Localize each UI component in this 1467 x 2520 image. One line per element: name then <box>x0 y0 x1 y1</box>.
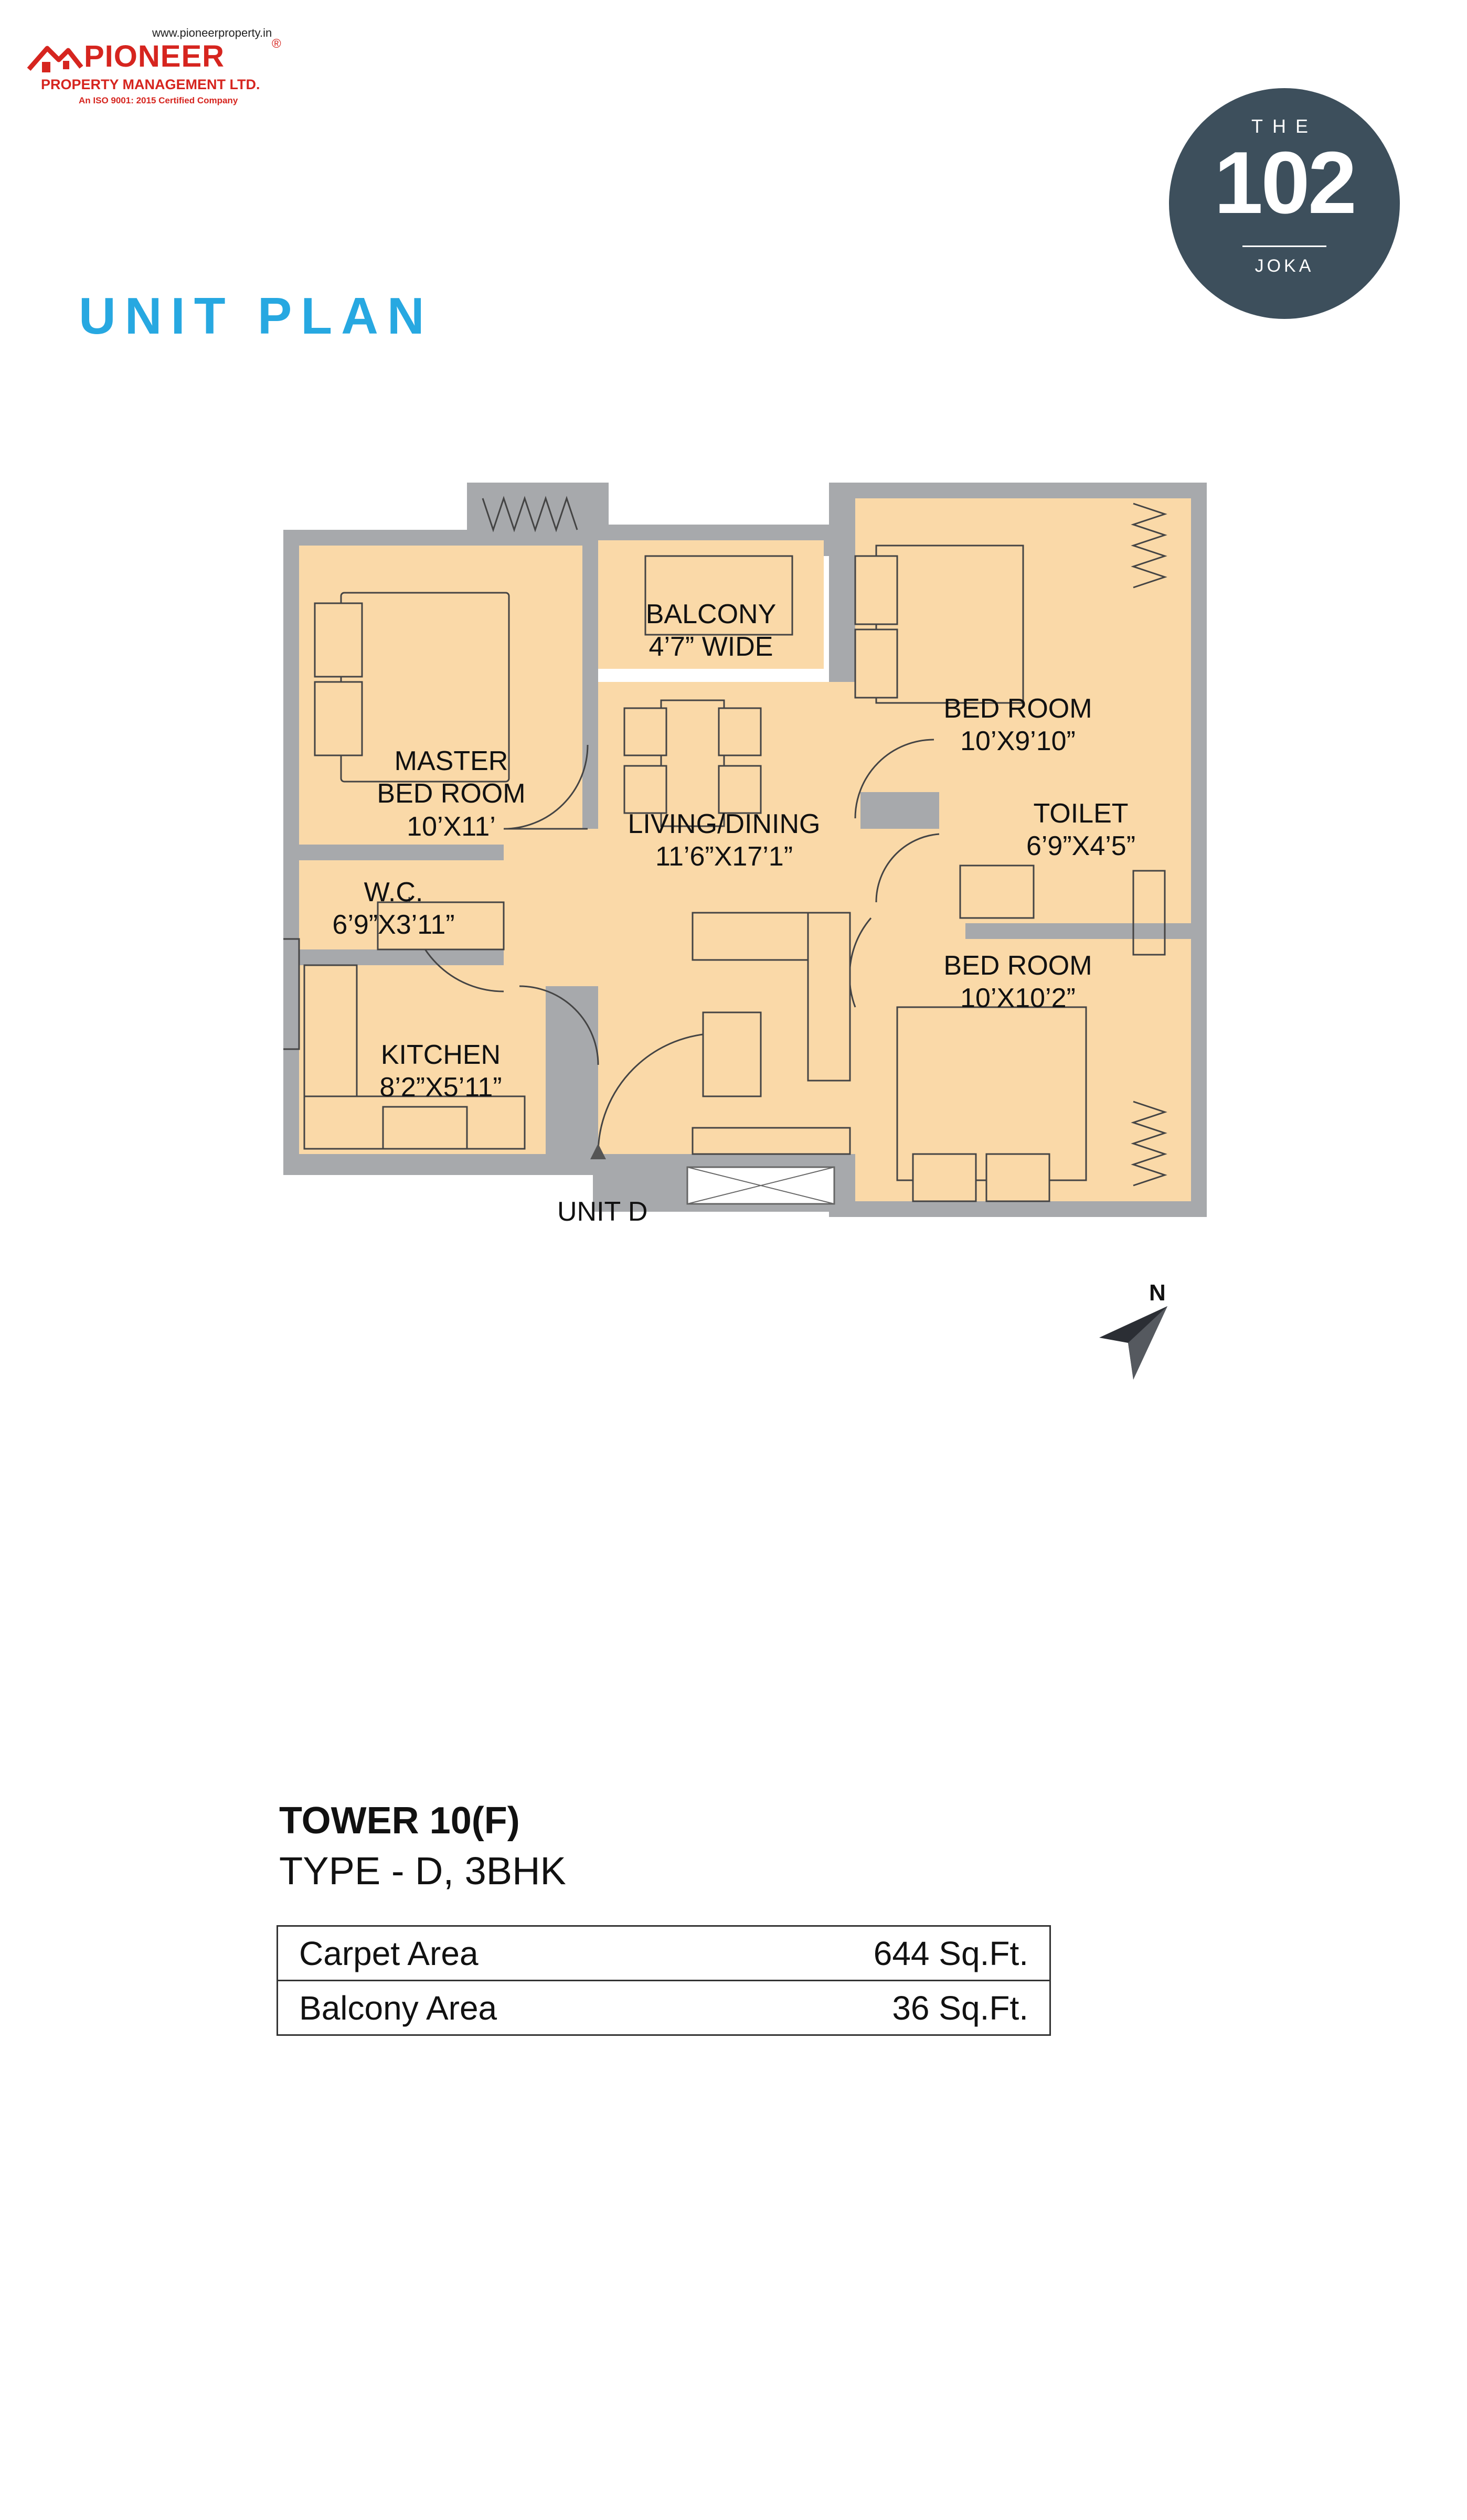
furniture <box>303 544 1087 1202</box>
logo-website: www.pioneerproperty.in <box>152 26 272 39</box>
unit-label: UNIT D <box>557 1197 648 1227</box>
room-label-balcony: BALCONY 4’7” WIDE <box>645 599 777 663</box>
room-label-wc: W.C. 6’9”X3’11” <box>332 877 455 941</box>
table-row: Balcony Area 36 Sq.Ft. <box>277 1980 1051 2036</box>
unit-type: TYPE - D, 3BHK <box>279 1849 566 1893</box>
coffee-table <box>702 1011 762 1097</box>
room-label-toilet: TOILET 6’9”X4’5” <box>1026 798 1136 862</box>
area-label: Carpet Area <box>277 1925 702 1981</box>
wc-vanity <box>377 901 505 951</box>
sink-counter <box>303 964 358 1097</box>
table-row: Carpet Area 644 Sq.Ft. <box>277 1925 1051 1981</box>
logo-brand-name: PIONEER <box>84 39 225 73</box>
area-table: Carpet Area 644 Sq.Ft. Balcony Area 36 S… <box>277 1925 1051 2036</box>
tv-unit <box>692 1127 851 1155</box>
door-swings <box>408 739 940 1155</box>
badge-prefix: THE <box>1251 115 1317 137</box>
area-label: Balcony Area <box>277 1980 702 2036</box>
registered-mark: ® <box>272 37 281 51</box>
bedroom1-bed <box>875 544 1024 704</box>
compass-arrow-icon <box>1099 1306 1167 1380</box>
dining-table <box>660 699 725 827</box>
room-label-bedroom-2: BED ROOM 10’X10’2” <box>943 951 1092 1014</box>
entry-marker <box>590 1144 606 1159</box>
room-label-kitchen: KITCHEN 8’2”X5’11” <box>379 1040 502 1103</box>
page-title: UNIT PLAN <box>79 287 433 345</box>
badge-number: 102 <box>1214 133 1357 232</box>
badge-divider <box>1242 245 1326 247</box>
house-roof-icon <box>27 46 83 72</box>
room-label-living-dining: LIVING/DINING 11’6”X17’1” <box>628 809 821 872</box>
toilet-vanity <box>959 864 1035 919</box>
tower-name: TOWER 10(F) <box>279 1800 520 1842</box>
stove <box>382 1106 468 1150</box>
area-value: 644 Sq.Ft. <box>701 1925 1051 1981</box>
north-label: N <box>1149 1280 1166 1306</box>
room-label-bedroom-1: BED ROOM 10’X9’10” <box>943 693 1092 757</box>
project-badge: THE 102 JOKA <box>1169 88 1400 319</box>
north-arrow: N <box>1097 1280 1175 1385</box>
logo-subtitle: PROPERTY MANAGEMENT LTD. <box>41 77 260 92</box>
area-value: 36 Sq.Ft. <box>701 1980 1051 2036</box>
room-label-master-bedroom: MASTER BED ROOM 10’X11’ <box>377 746 526 842</box>
badge-location: JOKA <box>1255 256 1314 276</box>
floor-plan-drawing <box>283 483 1207 1217</box>
floor-plan: BALCONY 4’7” WIDE MASTER BED ROOM 10’X11… <box>283 462 1228 1259</box>
balcony-furniture <box>644 555 793 636</box>
window-marks <box>283 496 1167 1187</box>
bedroom2-bed <box>896 1006 1087 1181</box>
company-logo: www.pioneerproperty.in PIONEER ® PROPERT… <box>26 26 281 105</box>
logo-certification: An ISO 9001: 2015 Certified Company <box>79 95 238 105</box>
